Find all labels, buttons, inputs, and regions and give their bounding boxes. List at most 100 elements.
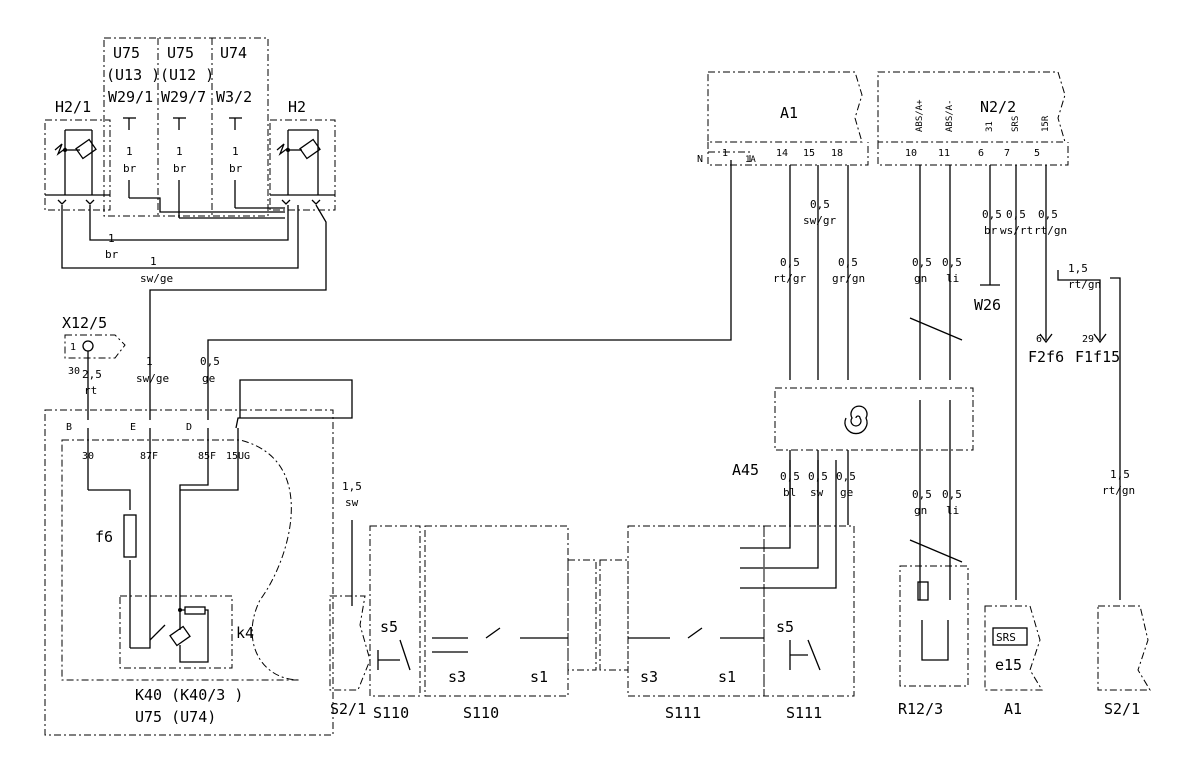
gauge-15-rtgn: 1,5 <box>1068 262 1088 275</box>
n22-pin-10: 10 <box>905 148 917 159</box>
n2-2-label: N2/2 <box>980 98 1016 116</box>
ws-rt-label: ws/rt <box>1000 224 1033 237</box>
gauge-1-e: 1 <box>150 255 157 268</box>
li-label-a: li <box>946 272 959 285</box>
gauge-05-rtgn: 0,5 <box>1038 208 1058 221</box>
ge-label-b: ge <box>840 486 853 499</box>
u13-label: (U13 ) <box>106 66 160 84</box>
w29-7-label: W29/7 <box>161 88 206 106</box>
gauge-05-bl: 0,5 <box>780 470 800 483</box>
x12-5-connector <box>64 334 126 420</box>
a1-pin-14: 14 <box>776 148 788 159</box>
f1-pin-29: 29 <box>1082 334 1094 345</box>
u75-label-a: U75 <box>113 44 140 62</box>
gauge-25: 2,5 <box>82 368 102 381</box>
s2-1-right <box>1097 605 1151 691</box>
h2-1-component <box>44 119 111 211</box>
gauge-1-a: 1 <box>126 145 133 158</box>
n22-tag-15r: 15R <box>1041 115 1051 132</box>
br-label-d: br <box>105 248 119 261</box>
k40-term-15ug: 15UG <box>226 451 250 462</box>
s111-right-box <box>740 460 855 697</box>
gauge-1-c: 1 <box>232 145 239 158</box>
a1-srs <box>984 605 1043 691</box>
gauge-05-gn2: 0,5 <box>912 488 932 501</box>
s1-label-a: s1 <box>530 668 548 686</box>
gauge-05-li: 0,5 <box>942 256 962 269</box>
srs-tag: SRS <box>996 631 1016 644</box>
w29-1-label: W29/1 <box>108 88 153 106</box>
sw-ge-label-b: sw/ge <box>136 372 169 385</box>
s110-right-box <box>424 525 597 697</box>
u12-label: (U12 ) <box>160 66 214 84</box>
r12-3-component <box>899 565 969 687</box>
bl-label: bl <box>783 486 796 499</box>
sw-ge-label-a: sw/ge <box>140 272 173 285</box>
a1-pin-15: 15 <box>803 148 815 159</box>
f2f6-label: F2f6 <box>1028 348 1064 366</box>
gauge-15-sw: 1,5 <box>342 480 362 493</box>
fuse-feeds <box>1057 270 1121 600</box>
w26-label: W26 <box>974 296 1001 314</box>
a1-top-label: A1 <box>780 104 798 122</box>
n22-pin-6: 6 <box>978 148 984 159</box>
gauge-05-grgn: 0,5 <box>838 256 858 269</box>
rt-gn-label-a: rt/gn <box>1034 224 1067 237</box>
gr-gn-label: gr/gn <box>832 272 865 285</box>
gauge-05-li2: 0,5 <box>942 488 962 501</box>
gn-label-b: gn <box>914 504 927 517</box>
br-label-a: br <box>123 162 137 175</box>
n22-tag-absa-minus: ABS/A- <box>945 99 955 132</box>
n22-tag-srs: SRS <box>1011 116 1021 132</box>
gauge-05-wsrt: 0,5 <box>1006 208 1026 221</box>
s110-right-label: S110 <box>463 704 499 722</box>
s2-1-right-label: S2/1 <box>1104 700 1140 718</box>
k40-relay <box>44 379 353 736</box>
n2-2-unit <box>877 71 1069 600</box>
ground-strip <box>103 37 285 219</box>
a1-pin-1: 1 <box>722 148 728 159</box>
n22-pin-7: 7 <box>1004 148 1010 159</box>
h2-1-label: H2/1 <box>55 98 91 116</box>
s3-label-a: s3 <box>448 668 466 686</box>
k4-label: k4 <box>236 624 254 642</box>
k40-pin-b: B <box>66 422 72 433</box>
br-label-c: br <box>229 162 243 175</box>
a1-bottom-label: A1 <box>1004 700 1022 718</box>
x12-5-pin-1: 1 <box>70 342 76 353</box>
k40-term-30: 30 <box>82 451 94 462</box>
a45-clock-spring <box>774 387 974 600</box>
lamp-wires <box>61 204 327 420</box>
n22-tag-31: 31 <box>985 121 995 132</box>
h2-component <box>269 119 336 211</box>
gauge-05-rtgr: 0,5 <box>780 256 800 269</box>
n-label: N <box>697 154 703 165</box>
r12-3-label: R12/3 <box>898 700 943 718</box>
w3-2-label: W3/2 <box>216 88 252 106</box>
gauge-05-ge2: 0,5 <box>836 470 856 483</box>
gauge-05-sw: 0,5 <box>808 470 828 483</box>
s111-left-box <box>599 525 765 697</box>
s5-label-a: s5 <box>380 618 398 636</box>
rt-gn-label-c: rt/gn <box>1102 484 1135 497</box>
sw-label-b: sw <box>810 486 824 499</box>
n22-tag-absa-plus: ABS/A+ <box>915 99 925 132</box>
sw-label-a: sw <box>345 496 359 509</box>
k40-pin-d: D <box>186 422 192 433</box>
a1-pin-18: 18 <box>831 148 843 159</box>
rt-label: rt <box>84 384 97 397</box>
n22-pin-5: 5 <box>1034 148 1040 159</box>
gauge-1-b: 1 <box>176 145 183 158</box>
gauge-1-f: 1 <box>146 355 153 368</box>
s110-left-box <box>369 525 421 697</box>
s2-1-left-label: S2/1 <box>330 700 366 718</box>
s2-1-left <box>329 520 371 691</box>
rt-gn-label-b: rt/gn <box>1068 278 1101 291</box>
k40-term-87f: 87F <box>140 451 158 462</box>
a45-label: A45 <box>732 461 759 479</box>
u74-label: U74 <box>220 44 247 62</box>
f6-label: f6 <box>95 528 113 546</box>
s111-right-label: S111 <box>786 704 822 722</box>
f1f15-label: F1f15 <box>1075 348 1120 366</box>
